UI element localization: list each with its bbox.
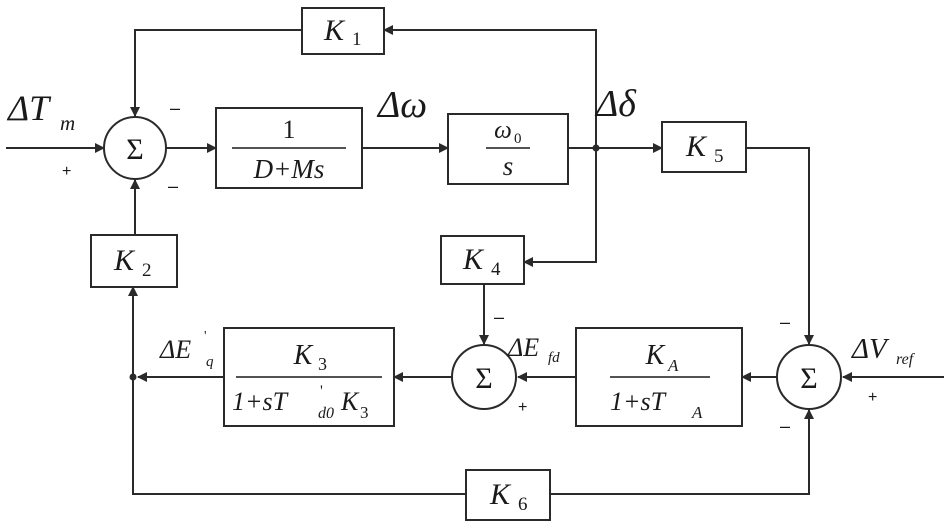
- exciter-num-symbol: K: [645, 340, 666, 371]
- wire-delta-to-k4: [523, 148, 597, 267]
- field-den-k: K: [340, 387, 360, 416]
- k6-subscript: 6: [518, 494, 528, 515]
- block-integrator: ω 0 s: [447, 113, 569, 185]
- label-delta-eq: ΔE ' q: [159, 329, 214, 370]
- block-k5: K 5: [661, 121, 747, 173]
- sign-sum3-top: –: [780, 312, 790, 332]
- label-delta-tm: ΔT m: [6, 88, 75, 135]
- sign-sum1-top: –: [170, 98, 180, 118]
- integrator-denominator: s: [503, 151, 514, 181]
- wire-k5-to-sum3: [746, 147, 814, 345]
- swing-numerator: 1: [283, 115, 296, 144]
- block-k1: K 1: [301, 7, 385, 55]
- svg-text:ref: ref: [896, 351, 916, 368]
- sum-junction-2: Σ: [451, 344, 517, 410]
- label-delta-vref: ΔV ref: [851, 333, 916, 368]
- sign-sum2-bottom: +: [518, 399, 527, 416]
- field-den-prime: ': [320, 383, 323, 400]
- wire-delta-to-k1: [383, 25, 597, 148]
- svg-text:ΔT: ΔT: [6, 88, 52, 128]
- swing-denominator: D+Ms: [253, 154, 325, 184]
- field-den-prefix: 1+sT: [232, 387, 289, 416]
- k2-subscript: 2: [142, 260, 152, 281]
- exciter-den-subscript: A: [691, 403, 703, 422]
- sign-labels: – – + – + – – +: [62, 98, 877, 436]
- field-den-subscript: d0: [318, 405, 334, 422]
- k4-symbol: K: [462, 243, 485, 276]
- sign-sum1-left: +: [62, 163, 71, 180]
- field-num-symbol: K: [293, 340, 314, 371]
- exciter-den-prefix: 1+sT: [610, 387, 667, 416]
- sign-sum3-bottom: –: [780, 416, 790, 436]
- block-k4: K 4: [440, 235, 525, 285]
- integrator-num-subscript: 0: [514, 131, 522, 147]
- sign-sum3-right: +: [868, 389, 877, 406]
- block-k2: K 2: [90, 234, 178, 288]
- svg-text:q: q: [206, 354, 214, 370]
- k1-subscript: 1: [352, 29, 362, 50]
- svg-text:ΔE: ΔE: [159, 335, 191, 364]
- sum-junction-1: Σ: [103, 116, 167, 180]
- sum2-symbol: Σ: [475, 362, 492, 395]
- k6-symbol: K: [489, 478, 512, 511]
- label-delta-delta: Δδ: [594, 83, 637, 125]
- svg-text:m: m: [60, 111, 75, 135]
- k1-symbol: K: [323, 14, 346, 47]
- signal-wires: [6, 25, 944, 495]
- wire-k6-to-sum3: [550, 409, 814, 495]
- integrator-num-symbol: ω: [494, 117, 512, 144]
- label-delta-efd: ΔE fd: [507, 333, 560, 366]
- sum-junction-3: Σ: [776, 344, 842, 410]
- sign-sum2-top: –: [494, 307, 504, 327]
- junction-dot-delta: [592, 144, 600, 152]
- k5-subscript: 5: [714, 146, 724, 167]
- exciter-num-subscript: A: [667, 356, 679, 375]
- field-den-k-subscript: 3: [360, 403, 369, 422]
- block-k6: K 6: [465, 469, 551, 521]
- sign-sum1-bottom: –: [168, 176, 178, 196]
- wire-k1-to-sum1: [130, 29, 302, 117]
- svg-text:ΔV: ΔV: [851, 333, 890, 365]
- block-field-circuit: K 3 1+sT ' d0 K 3: [223, 327, 395, 427]
- block-swing-equation: 1 D+Ms: [215, 107, 363, 189]
- wire-junction-to-k6: [132, 377, 466, 495]
- k4-subscript: 4: [491, 259, 501, 280]
- sum1-symbol: Σ: [126, 133, 143, 166]
- svg-text:fd: fd: [548, 350, 560, 366]
- label-delta-omega: Δω: [376, 84, 427, 126]
- field-num-subscript: 3: [318, 354, 327, 374]
- svg-text:': ': [204, 329, 207, 344]
- junction-dot-eq: [129, 373, 137, 381]
- k2-symbol: K: [113, 244, 136, 277]
- k5-symbol: K: [685, 130, 708, 163]
- sum3-symbol: Σ: [800, 362, 817, 395]
- block-exciter: K A 1+sT A: [575, 327, 743, 427]
- svg-text:ΔE: ΔE: [507, 333, 539, 362]
